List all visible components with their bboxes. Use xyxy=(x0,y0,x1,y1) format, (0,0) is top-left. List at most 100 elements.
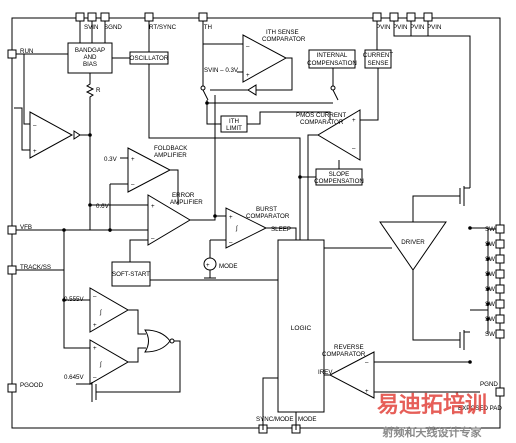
label-sw-6: SW xyxy=(485,301,495,308)
pg-high-minus: – xyxy=(93,293,97,300)
ith-limit-label-2: LIMIT xyxy=(226,125,242,132)
pg-low-minus: – xyxy=(93,374,97,381)
foldback-minus: – xyxy=(131,181,135,188)
pmos-title-1: PMOS CURRENT xyxy=(296,112,346,119)
driver-label: DRIVER xyxy=(401,239,425,246)
wire-or-fet xyxy=(96,340,181,393)
label-pgood: PGOOD xyxy=(20,382,44,389)
pin-ith xyxy=(198,12,208,22)
ith-sense-title-1: ITH SENSE xyxy=(266,29,299,36)
resistor-r xyxy=(85,73,95,112)
pin-svin-a xyxy=(75,12,85,22)
wire-pg-low-in xyxy=(63,300,90,349)
foldback-plus: + xyxy=(131,156,135,163)
pin-pvin-3 xyxy=(406,12,416,22)
current-sense-label-1: CURRENT xyxy=(363,52,393,59)
wire-pmos-logic xyxy=(307,134,318,240)
pg-high-plus: + xyxy=(93,322,97,329)
pin-sw-5 xyxy=(495,284,505,294)
junction-dot xyxy=(205,101,209,105)
error-title-1: ERROR xyxy=(172,192,195,199)
label-0-555v: 0.555V xyxy=(64,296,84,303)
switch-left xyxy=(202,89,209,101)
wire-sw-bus xyxy=(470,227,489,334)
foldback-title-1: FOLDBACK xyxy=(154,145,188,152)
junction-dot xyxy=(213,214,217,218)
label-pvin-1: PVIN xyxy=(376,24,390,31)
label-pvin-4: PVIN xyxy=(427,24,441,31)
bandgap-label-2: AND xyxy=(83,54,97,61)
wire-foldback-out xyxy=(170,169,179,205)
pg-or-inverter-bubble xyxy=(169,338,175,344)
label-sw-5: SW xyxy=(485,286,495,293)
soft-start-label: SOFT-START xyxy=(112,271,150,278)
pin-pvin-1 xyxy=(372,12,382,22)
bandgap-block xyxy=(67,42,113,74)
run-comp-plus: + xyxy=(33,148,37,155)
run-diode xyxy=(73,130,81,140)
label-mode-source: MODE xyxy=(219,263,238,270)
reverse-comparator xyxy=(328,351,375,399)
pmos-minus: – xyxy=(352,145,356,152)
junction-dot xyxy=(486,242,490,246)
wire-cs-pmos xyxy=(360,68,379,121)
switch-node-left xyxy=(200,85,206,91)
pg-low-plus: + xyxy=(93,345,97,352)
pmos-current-comparator xyxy=(317,109,361,161)
burst-title-1: BURST xyxy=(256,206,277,213)
pg-low-hysteresis-icon: ∫ xyxy=(99,361,102,368)
junction-dot xyxy=(486,287,490,291)
wire-pvin-to-fet xyxy=(428,35,471,188)
wire-ith-sense-out xyxy=(256,57,293,91)
right-pins xyxy=(495,224,505,397)
wire-run-plus xyxy=(14,107,30,151)
pin-sw-6 xyxy=(495,299,505,309)
label-sw-3: SW xyxy=(485,256,495,263)
label-sync-mode: SYNC/MODE xyxy=(256,416,293,423)
ith-limit-label-1: ITH xyxy=(229,118,239,125)
label-mode-pin: MODE xyxy=(298,416,317,423)
ith-sense-minus: – xyxy=(246,43,250,50)
reverse-plus: + xyxy=(365,388,369,395)
burst-hysteresis-icon: ∫ xyxy=(235,225,238,232)
run-comp-minus: – xyxy=(33,122,37,129)
burst-title-2: COMPARATOR xyxy=(246,213,290,220)
wire-driver-pfet xyxy=(412,195,460,222)
switch-right xyxy=(332,89,339,101)
label-run: RUN xyxy=(20,48,33,55)
switch-node-right xyxy=(330,85,336,91)
internal-compensation-block xyxy=(308,49,356,69)
wire-pg-high-or xyxy=(128,309,146,335)
junction-dot xyxy=(88,203,92,207)
burst-comparator xyxy=(225,207,268,249)
pin-sgnd xyxy=(100,12,110,22)
pmos-plus: + xyxy=(352,117,356,124)
pin-sw-2 xyxy=(495,239,505,249)
pin-vfb xyxy=(7,225,17,235)
pg-high-hysteresis-icon: ∫ xyxy=(99,309,102,316)
ith-sense-comparator xyxy=(242,34,288,83)
wire-driver-nfet xyxy=(412,270,460,341)
wire-osc-logic xyxy=(148,64,301,240)
burst-minus: – xyxy=(229,239,233,246)
pin-pgood xyxy=(7,383,17,393)
pg-or-gate xyxy=(144,329,171,353)
pin-sw-1 xyxy=(495,224,505,234)
label-0-3v: 0.3V xyxy=(104,156,118,163)
error-amplifier xyxy=(147,194,191,246)
internal-comp-label-2: COMPENSATION xyxy=(307,60,357,67)
junction-dot xyxy=(298,175,302,179)
junction-dot xyxy=(468,226,472,230)
wire-vfb-pg xyxy=(63,230,90,301)
pin-track-ss xyxy=(7,265,17,275)
ith-sense-plus: + xyxy=(246,72,250,79)
pin-pgnd xyxy=(495,387,505,397)
junction-dot xyxy=(486,257,490,261)
wire-limit-pmos xyxy=(247,111,331,125)
label-0-6v: 0.6V xyxy=(96,203,110,210)
label-sw-2: SW xyxy=(485,241,495,248)
reverse-title-1: REVERSE xyxy=(334,344,364,351)
foldback-amplifier xyxy=(127,147,172,193)
junction-dot xyxy=(62,298,66,302)
